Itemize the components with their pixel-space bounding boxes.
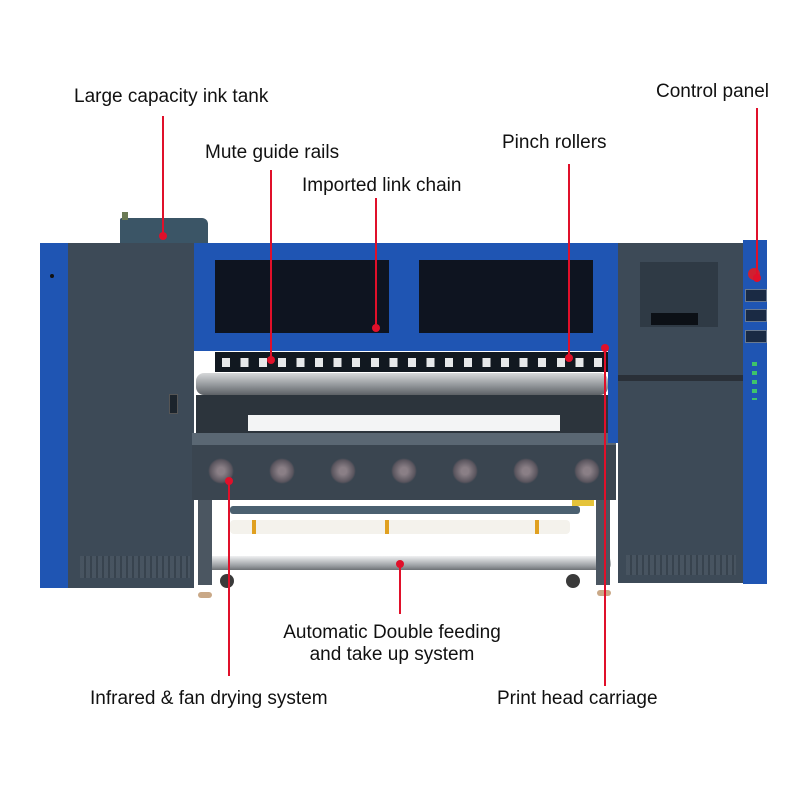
media-roll	[230, 520, 570, 534]
feed-bar-upper	[230, 506, 580, 514]
callout-line-link-chain	[375, 198, 377, 328]
callout-line-feeding-system	[399, 564, 401, 614]
pinch-rollers-row	[222, 358, 602, 367]
left-viewing-window	[215, 260, 389, 333]
fan-icon	[452, 458, 478, 484]
right-blue-strip	[608, 243, 618, 443]
left-cabinet	[68, 243, 194, 588]
label-control-panel: Control panel	[656, 81, 770, 102]
right-caster	[566, 574, 580, 588]
callout-dot-control-panel	[753, 274, 761, 282]
left-foot	[198, 592, 212, 598]
right-vent-grille	[626, 555, 736, 575]
media-roll-tape	[252, 520, 256, 534]
callout-line-pinch-rollers	[568, 164, 570, 358]
fan-row	[196, 458, 612, 488]
callout-line-drying-system	[228, 481, 230, 676]
main-roller	[196, 373, 608, 395]
left-frame-column	[40, 243, 68, 588]
indicator-lights	[752, 362, 757, 400]
fan-icon	[513, 458, 539, 484]
left-frame-screw	[50, 274, 54, 278]
callout-dot-print-head	[601, 344, 609, 352]
temperature-display	[745, 289, 767, 302]
ink-tank-cap	[122, 212, 128, 220]
left-caster	[220, 574, 234, 588]
label-guide-rails: Mute guide rails	[205, 142, 340, 163]
fan-icon	[269, 458, 295, 484]
label-print-head: Print head carriage	[497, 688, 658, 709]
ink-tank-housing	[120, 218, 208, 244]
callout-dot-feeding-system	[396, 560, 404, 568]
mid-sheet	[248, 415, 560, 431]
label-pinch-rollers: Pinch rollers	[502, 132, 607, 153]
fan-icon	[574, 458, 600, 484]
right-viewing-window	[419, 260, 593, 333]
callout-dot-pinch-rollers	[565, 354, 573, 362]
callout-dot-drying-system	[225, 477, 233, 485]
temperature-display	[745, 330, 767, 343]
warning-label	[572, 500, 594, 506]
fan-icon	[391, 458, 417, 484]
temperature-display	[745, 309, 767, 322]
left-leg	[198, 500, 212, 585]
label-link-chain: Imported link chain	[302, 175, 462, 196]
label-drying-system: Infrared & fan drying system	[90, 688, 328, 709]
take-up-roller	[203, 556, 611, 570]
label-feeding-system-line1: Automatic Double feeding	[283, 622, 501, 643]
drying-panel-top	[192, 433, 616, 445]
callout-dot-guide-rails	[267, 356, 275, 364]
callout-dot-link-chain	[372, 324, 380, 332]
media-roll-tape	[535, 520, 539, 534]
callout-dot-ink-tank	[159, 232, 167, 240]
callout-line-ink-tank	[162, 116, 164, 236]
side-shelf	[618, 375, 760, 381]
left-cabinet-handle	[169, 394, 178, 414]
fan-icon	[330, 458, 356, 484]
left-vent-grille	[80, 556, 190, 578]
label-ink-tank: Large capacity ink tank	[74, 86, 269, 107]
callout-line-control-panel	[756, 108, 758, 278]
callout-line-guide-rails	[270, 170, 272, 360]
right-leg	[596, 500, 610, 585]
label-feeding-system: Automatic Double feeding and take up sys…	[262, 622, 522, 666]
callout-line-print-head	[604, 348, 606, 686]
media-roll-tape	[385, 520, 389, 534]
label-feeding-system-line2: and take up system	[309, 644, 475, 665]
right-cabinet-slot	[651, 313, 698, 325]
